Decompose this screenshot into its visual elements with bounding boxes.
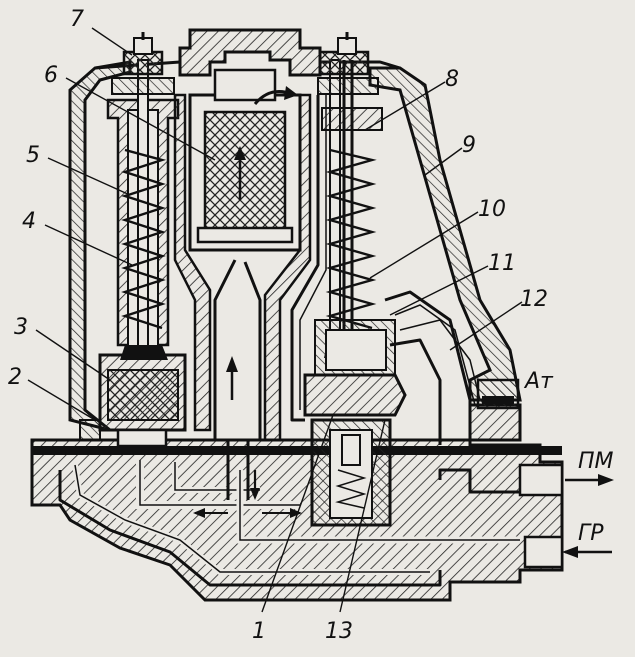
left-spring (121, 148, 167, 330)
right-spring (325, 148, 377, 330)
central-channel (173, 93, 327, 500)
label-1: 1 (252, 619, 266, 644)
label-5: 5 (26, 143, 40, 168)
inlet-port-gr (523, 535, 564, 569)
lower-spring (335, 469, 367, 509)
base-body (30, 403, 564, 602)
label-13: 13 (325, 619, 353, 644)
label-2: 2 (8, 365, 22, 390)
label-6: 6 (44, 63, 58, 88)
label-pm: ПМ (578, 449, 614, 474)
leader-lines (27, 27, 523, 613)
label-gr: ГР (578, 521, 604, 546)
label-12: 12 (520, 287, 548, 312)
solenoid-coil (188, 68, 302, 252)
top-cap (178, 28, 322, 77)
left-adjusting-nut (122, 50, 164, 76)
outlet-port-pm (518, 463, 564, 497)
right-valve-assembly (303, 32, 520, 445)
label-3: 3 (14, 315, 28, 340)
labels: 7 6 5 4 3 2 8 9 10 11 12 1 13 Ат ПМ ГР (8, 7, 614, 644)
flow-arrows (193, 356, 614, 558)
label-7: 7 (70, 7, 84, 32)
label-11: 11 (488, 251, 516, 276)
label-9: 9 (462, 133, 476, 158)
coil-winding (203, 110, 287, 239)
label-at: Ат (523, 369, 554, 394)
left-valve-assembly (79, 32, 187, 448)
separator-plate (32, 446, 562, 455)
label-4: 4 (22, 209, 36, 234)
label-8: 8 (445, 67, 459, 92)
label-10: 10 (478, 197, 506, 222)
